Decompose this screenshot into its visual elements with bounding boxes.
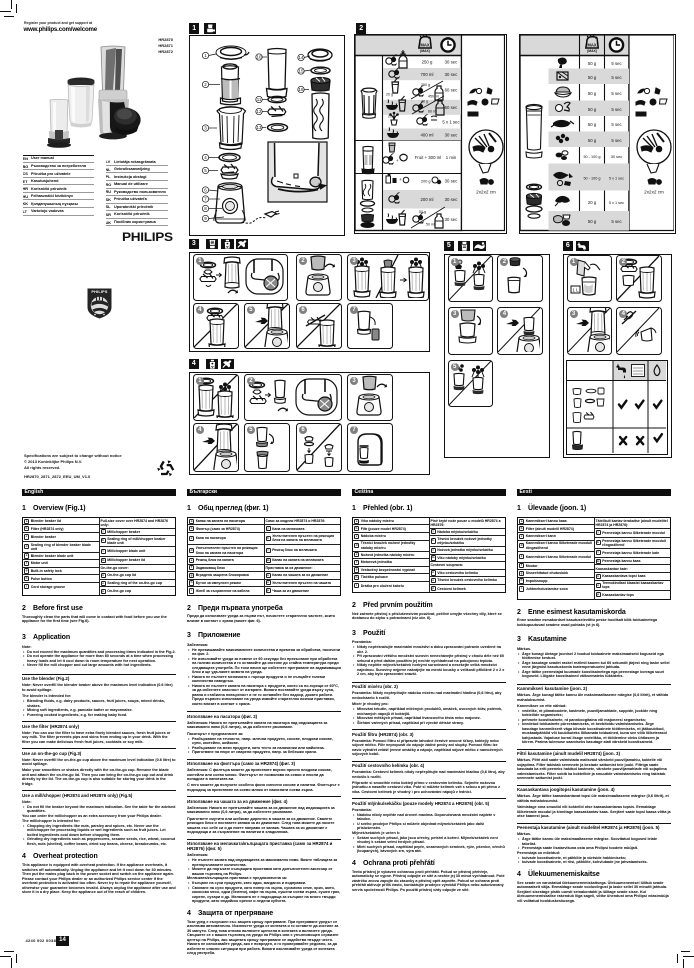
svg-text:3: 3 [204, 126, 207, 131]
svg-text:6: 6 [204, 188, 207, 193]
svg-text:50 g: 50 g [588, 91, 597, 96]
svg-text:5 sec: 5 sec [611, 91, 622, 96]
svg-text:50 g: 50 g [588, 75, 597, 80]
svg-text:30 sec: 30 sec [444, 217, 458, 222]
svg-text:250 g: 250 g [421, 83, 430, 87]
svg-text:5 sec: 5 sec [611, 219, 622, 224]
svg-text:30 sec: 30 sec [444, 132, 458, 137]
svg-text:50 - 100 g: 50 - 100 g [583, 155, 600, 159]
svg-text:2x2x2 cm: 2x2x2 cm [644, 189, 664, 194]
svg-text:50 - 100 g: 50 - 100 g [583, 176, 600, 180]
svg-text:40 g: 40 g [421, 99, 428, 103]
svg-text:5 x 1 sec: 5 x 1 sec [609, 176, 624, 180]
svg-text:20 g: 20 g [588, 200, 597, 205]
svg-text:16: 16 [299, 87, 304, 92]
svg-text:50 g: 50 g [588, 122, 597, 127]
svg-text:10: 10 [257, 55, 262, 60]
svg-text:1 min: 1 min [445, 155, 456, 160]
svg-text:60 ml: 60 ml [428, 109, 437, 113]
svg-text:200 ml: 200 ml [420, 197, 433, 202]
svg-text:400 ml: 400 ml [420, 132, 433, 137]
svg-text:250 g: 250 g [421, 59, 432, 64]
svg-text:5 sec: 5 sec [611, 122, 622, 127]
svg-text:5 sec: 5 sec [611, 107, 622, 112]
svg-text:50 g: 50 g [419, 210, 426, 214]
svg-text:5 sec: 5 sec [611, 138, 622, 143]
svg-text:13: 13 [257, 125, 262, 130]
svg-text:8: 8 [204, 206, 207, 211]
svg-text:50 g: 50 g [588, 219, 597, 224]
svg-text:50 g: 50 g [588, 138, 597, 143]
svg-text:20 g: 20 g [386, 92, 393, 96]
svg-text:14: 14 [299, 55, 304, 60]
svg-text:30 sec: 30 sec [444, 59, 458, 64]
svg-text:20 g: 20 g [388, 114, 395, 118]
svg-text:PHILIPS: PHILIPS [91, 290, 107, 294]
svg-text:2x2x2 cm: 2x2x2 cm [476, 189, 496, 194]
svg-text:9: 9 [204, 216, 207, 221]
svg-text:5: 5 [204, 168, 207, 173]
svg-text:12: 12 [257, 109, 262, 114]
svg-text:30 sec: 30 sec [444, 178, 458, 183]
svg-text:60 sec: 60 sec [444, 105, 458, 110]
svg-text:7: 7 [204, 197, 207, 202]
svg-text:700 ml: 700 ml [420, 72, 433, 77]
svg-text:30 sec: 30 sec [444, 72, 458, 77]
svg-text:1: 1 [204, 53, 207, 58]
svg-text:1 L: 1 L [572, 287, 579, 292]
svg-text:50 g: 50 g [588, 107, 597, 112]
svg-text:4: 4 [204, 155, 207, 160]
svg-text:5 sec: 5 sec [611, 61, 622, 66]
svg-text:5 x 1 sec: 5 x 1 sec [609, 201, 624, 205]
svg-text:+: + [399, 177, 402, 182]
svg-text:11: 11 [257, 97, 262, 102]
svg-text:30 sec: 30 sec [611, 155, 622, 159]
svg-text:15: 15 [299, 69, 304, 74]
svg-text:5 sec: 5 sec [611, 75, 622, 80]
svg-text:2: 2 [204, 82, 207, 87]
svg-text:50 g: 50 g [588, 61, 597, 66]
svg-text:30 sec: 30 sec [444, 197, 458, 202]
svg-text:+: + [396, 158, 399, 163]
svg-text:200 g: 200 g [421, 179, 431, 183]
svg-text:50 ml: 50 ml [426, 222, 435, 226]
svg-text:450 ml: 450 ml [428, 94, 439, 98]
svg-text:5 x 1 sec: 5 x 1 sec [442, 119, 460, 124]
svg-text:Fruit + 300 ml: Fruit + 300 ml [414, 155, 440, 160]
svg-text:60 sec: 60 sec [444, 87, 458, 92]
